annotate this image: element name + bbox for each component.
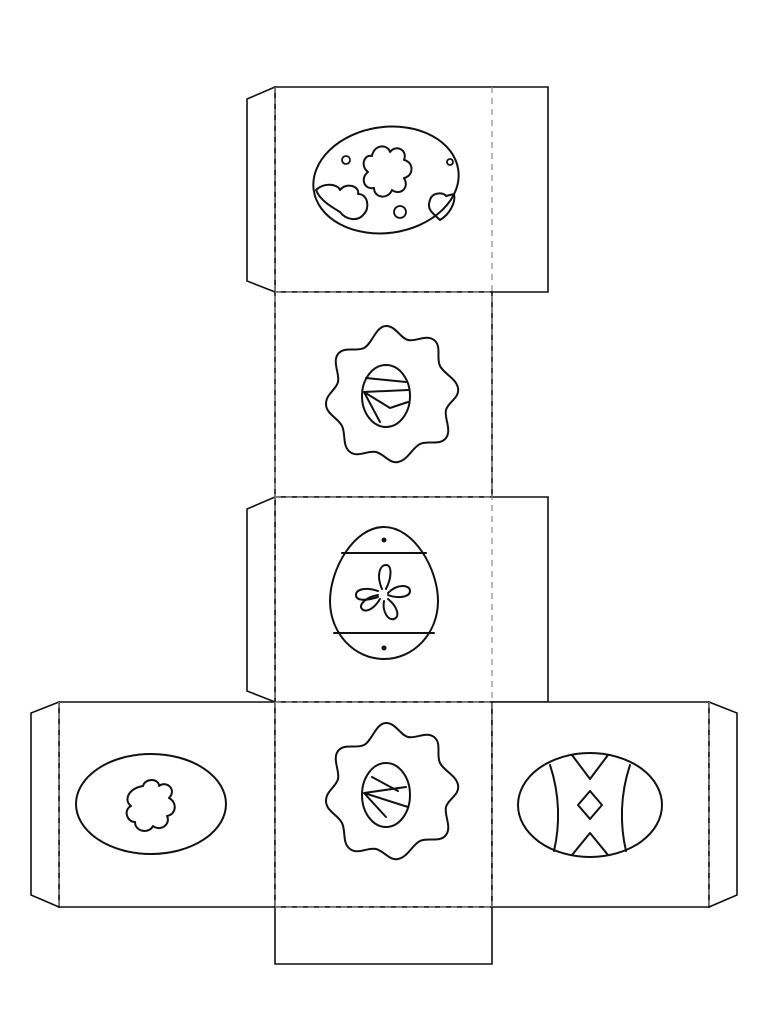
flower-egg-icon bbox=[329, 526, 439, 660]
middle-panel bbox=[274, 496, 549, 703]
right-glue-tab bbox=[708, 700, 738, 909]
left-panel bbox=[58, 701, 276, 908]
top-left-tab bbox=[246, 85, 276, 294]
left-glue-tab bbox=[30, 700, 60, 909]
sun-frame-egg-icon bbox=[325, 325, 460, 464]
center-panel bbox=[274, 701, 493, 908]
bottom-flap bbox=[274, 906, 493, 965]
sun-frame-egg-icon bbox=[325, 722, 460, 861]
spotted-egg-icon bbox=[312, 125, 460, 235]
flower-oval-egg-icon bbox=[75, 753, 227, 855]
upper-middle-panel bbox=[274, 291, 493, 498]
middle-left-tab bbox=[246, 495, 276, 704]
diamond-pattern-egg-icon bbox=[517, 752, 663, 858]
cut-outline bbox=[30, 85, 738, 965]
fold-lines bbox=[58, 87, 710, 908]
